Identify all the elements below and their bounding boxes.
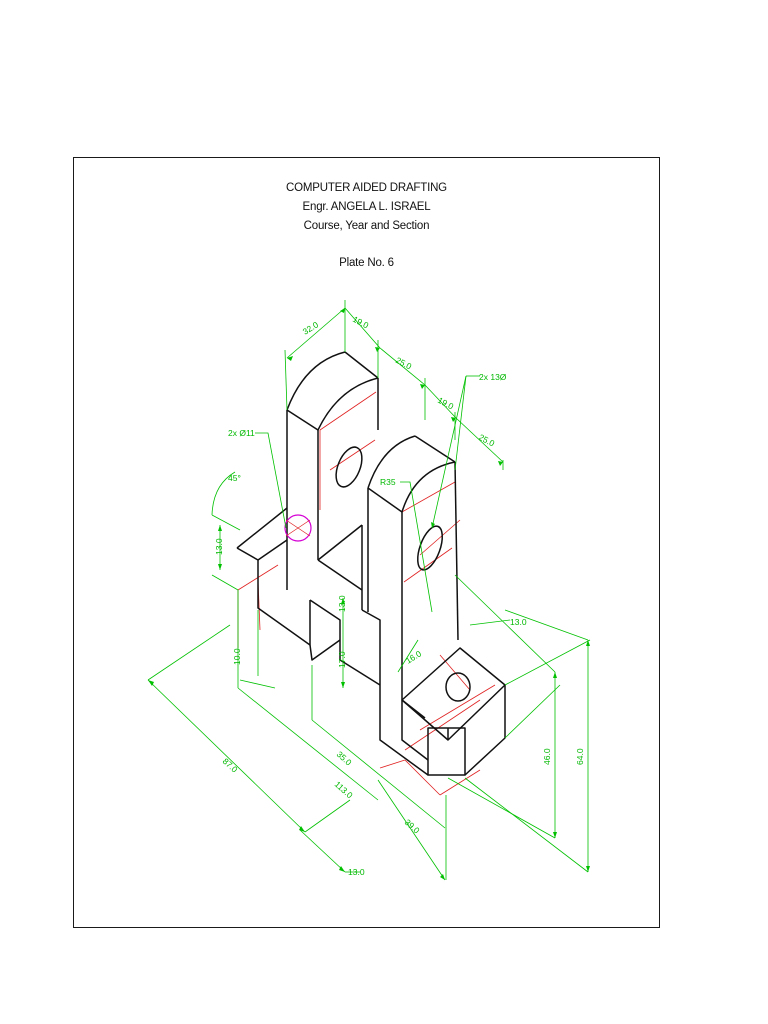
dim-16: 16.0 [404,648,424,665]
dim-13-center: 13.0 [337,595,347,612]
dimension-texts: 32.0 19.0 25.0 19.0 25.0 2x 13Ø 2x Ø11 4… [214,314,585,877]
dim-13-left: 13.0 [214,538,224,555]
dim-25-b: 25.0 [477,432,497,449]
dim-13-right: 13.0 [510,617,527,627]
hole-left-flange [284,514,312,542]
radius-35-label: R35 [380,477,396,487]
course-section: Course, Year and Section [303,220,430,232]
dim-17: 17.0 [337,651,347,668]
arrowheads [148,308,590,880]
dim-87: 87.0 [221,756,240,775]
dim-46: 46.0 [542,748,552,765]
left-upright-arc-back [317,377,379,431]
dim-32: 32.0 [301,319,321,336]
plate-frame [73,157,660,928]
front-block-top [401,647,506,741]
dim-25-a: 25.0 [394,355,414,372]
right-upright-arc-front [367,435,416,489]
dim-10: 10.0 [232,648,242,665]
object-lines [236,351,506,776]
right-upright-arc-back [401,461,456,513]
hole-front-block [445,672,471,702]
construction-lines [237,391,496,796]
dim-13-bottom: 13.0 [348,867,365,877]
holes-13-label: 2x 13Ø [479,372,507,382]
course-title: COMPUTER AIDED DRAFTING [286,182,447,194]
dim-113: 113.0 [333,779,355,800]
left-upright-arc-front [286,351,346,411]
dimension-lines [147,300,591,881]
angle-45-label: 45° [228,473,241,483]
dim-19-top: 19.0 [351,314,371,331]
holes-11-label: 2x Ø11 [228,428,255,438]
instructor-name: Engr. ANGELA L. ISRAEL [302,201,431,213]
hole-left-upright [335,446,363,488]
plate-number: Plate No. 6 [339,257,394,269]
dim-19-mid: 19.0 [436,395,456,412]
dim-64: 64.0 [575,748,585,765]
dim-39: 39.0 [403,817,422,836]
